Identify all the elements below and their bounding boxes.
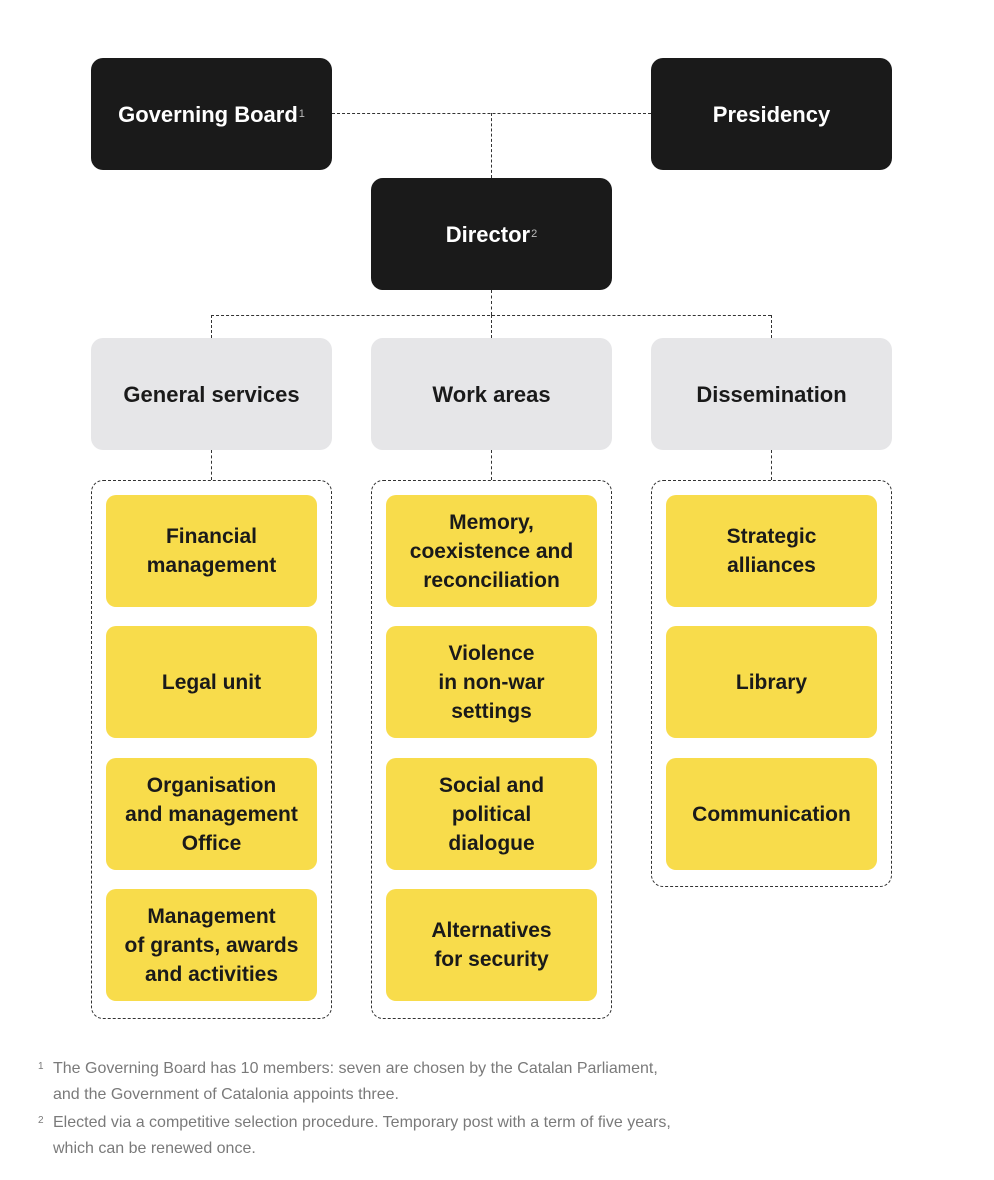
branch-dissemination-connector xyxy=(771,315,772,338)
dissemination-group xyxy=(651,480,892,887)
work-areas-group-connector xyxy=(491,450,492,480)
work-areas-label: Work areas xyxy=(432,381,551,407)
director-label: Director xyxy=(445,221,531,247)
presidency-box: Presidency xyxy=(651,58,892,170)
unit-social-political-dialogue: Social and political dialogue xyxy=(386,758,597,870)
unit-alternatives-for-security: Alternatives for security xyxy=(386,889,597,1001)
unit-library: Library xyxy=(666,626,877,738)
branch-work-areas-connector xyxy=(491,315,492,338)
presidency-label: Presidency xyxy=(712,101,831,127)
general-services-group-connector xyxy=(211,450,212,480)
presidency-director-connector xyxy=(491,113,492,178)
branch-general-services-connector xyxy=(211,315,212,338)
footnote-2: 2 Elected via a competitive selection pr… xyxy=(38,1110,678,1162)
footnote-2-text: Elected via a competitive selection proc… xyxy=(53,1114,671,1157)
dissemination-label: Dissemination xyxy=(696,381,847,407)
footnote-1-text: The Governing Board has 10 members: seve… xyxy=(53,1060,658,1103)
unit-communication: Communication xyxy=(666,758,877,870)
unit-strategic-alliances: Strategic alliances xyxy=(666,495,877,607)
footnote-2-mark: 2 xyxy=(38,1115,44,1126)
footnote-1-mark: 1 xyxy=(38,1061,44,1072)
unit-legal-unit: Legal unit xyxy=(106,626,317,738)
unit-grants-awards-activities: Management of grants, awards and activit… xyxy=(106,889,317,1001)
work-areas-group xyxy=(371,480,612,1019)
general-services-header: General services xyxy=(91,338,332,450)
footnote-1: 1 The Governing Board has 10 members: se… xyxy=(38,1056,678,1108)
dissemination-group-connector xyxy=(771,450,772,480)
director-down-connector xyxy=(491,290,492,315)
unit-organisation-management-office: Organisation and management Office xyxy=(106,758,317,870)
general-services-group xyxy=(91,480,332,1019)
work-areas-header: Work areas xyxy=(371,338,612,450)
unit-financial-management: Financial management xyxy=(106,495,317,607)
unit-memory-coexistence-reconciliation: Memory, coexistence and reconciliation xyxy=(386,495,597,607)
unit-violence-non-war-settings: Violence in non-war settings xyxy=(386,626,597,738)
governing-board-label: Governing Board xyxy=(118,101,298,127)
general-services-label: General services xyxy=(123,381,300,407)
dissemination-header: Dissemination xyxy=(651,338,892,450)
footnotes: 1 The Governing Board has 10 members: se… xyxy=(38,1056,678,1164)
